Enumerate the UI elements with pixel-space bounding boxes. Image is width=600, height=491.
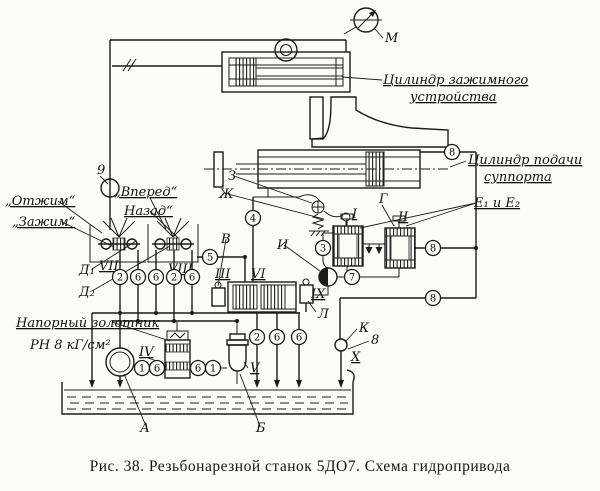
label-i-indicator: И <box>276 238 289 253</box>
svg-text:6: 6 <box>274 333 280 344</box>
filter-v <box>226 321 249 384</box>
svg-text:4: 4 <box>250 214 256 225</box>
figure-caption: Рис. 38. Резьбонарезной станок 5ДО7. Схе… <box>89 458 511 475</box>
label-quote-zazhim: „Зажим“ <box>12 215 76 230</box>
svg-text:1: 1 <box>210 364 216 375</box>
label-g: Г <box>378 192 388 207</box>
label-clamp-cylinder-1: Цилиндр зажимного <box>383 73 528 88</box>
label-pos-9: 9 <box>97 163 105 178</box>
label-quote-otzhim: „Отжим“ <box>5 194 76 209</box>
label-rn-pressure: РН 8 кГ/см² <box>29 338 111 353</box>
svg-text:7: 7 <box>349 273 355 284</box>
hydraulic-schematic: 9„Отжим“„Зажим“„Вперед“Назад“Д₁Д₂VIIVIII… <box>5 7 582 436</box>
line-marker-4-0: 4 <box>244 209 262 227</box>
label-v: В <box>220 232 231 247</box>
line-marker-3-2: 3 <box>314 239 332 257</box>
svg-text:6: 6 <box>154 364 160 375</box>
svg-text:5: 5 <box>207 253 213 264</box>
line-marker-7-3: 7 <box>343 268 361 286</box>
gauge-m <box>343 7 382 35</box>
label-z: З <box>228 169 236 184</box>
label-valve-v: V <box>250 361 261 376</box>
svg-text:6: 6 <box>195 364 201 375</box>
check-valves-pair <box>363 243 385 254</box>
label-napornyi-zolotnik: Напорный золотник <box>15 316 160 331</box>
line-marker-8-6: 8 <box>424 289 442 307</box>
label-feed-cylinder-2: суппорта <box>484 170 552 185</box>
line-marker-6-17: 6 <box>268 328 286 346</box>
component-9 <box>100 178 120 198</box>
line-marker-2-7: 2 <box>111 268 129 286</box>
label-valve-x: X <box>350 350 361 365</box>
line-marker-2-10: 2 <box>165 268 183 286</box>
lever-mechanism <box>253 188 351 237</box>
svg-text:8: 8 <box>449 148 455 159</box>
label-valve-iv: IV <box>138 345 155 360</box>
machine-frame <box>109 39 347 230</box>
line-marker-1-15: 1 <box>204 359 222 377</box>
label-quote-vpered: „Вперед“ <box>114 185 178 200</box>
svg-text:8: 8 <box>430 244 436 255</box>
svg-text:6: 6 <box>135 273 141 284</box>
clamp-cylinder <box>221 38 351 93</box>
label-filter-b: Б <box>255 421 266 436</box>
label-quote-nazad: Назад“ <box>123 204 173 219</box>
svg-text:6: 6 <box>296 333 302 344</box>
svg-text:8: 8 <box>430 294 436 305</box>
label-m: М <box>384 31 399 46</box>
svg-text:1: 1 <box>139 364 145 375</box>
line-marker-6-11: 6 <box>183 268 201 286</box>
label-d2: Д₂ <box>78 285 95 300</box>
svg-text:2: 2 <box>254 333 260 344</box>
label-k: К <box>358 321 370 336</box>
line-marker-8-4: 8 <box>443 143 461 161</box>
machine-silhouette <box>309 96 449 148</box>
line-marker-2-16: 2 <box>248 328 266 346</box>
label-e1-e2: Е₁ и Е₂ <box>473 196 520 211</box>
line-marker-5-1: 5 <box>201 248 219 266</box>
label-valve-ii: II <box>397 210 409 225</box>
line-marker-6-14: 6 <box>189 359 207 377</box>
line-marker-8-5: 8 <box>424 239 442 257</box>
line-marker-6-9: 6 <box>147 268 165 286</box>
svg-text:6: 6 <box>153 273 159 284</box>
manual-valve-viii <box>147 217 199 263</box>
label-l: Л <box>317 307 330 322</box>
main-spool-block <box>211 278 314 313</box>
label-valve-i: I <box>351 207 358 222</box>
solenoid-valve-1 <box>332 213 364 267</box>
feed-cylinder <box>204 149 450 189</box>
line-marker-6-18: 6 <box>290 328 308 346</box>
label-feed-cylinder-1: Цилиндр подачи <box>468 153 582 168</box>
label-valve-vii: VII <box>99 259 120 274</box>
label-valve-ix: IX <box>310 287 326 302</box>
label-zh: Ж <box>218 187 234 202</box>
label-valve-iii: III <box>214 267 231 282</box>
label-line-8: 8 <box>371 333 379 348</box>
label-pump-a: А <box>139 421 150 436</box>
svg-text:2: 2 <box>117 273 123 284</box>
svg-text:6: 6 <box>189 273 195 284</box>
label-valve-vi: VI <box>251 267 266 282</box>
manual-valve-vii <box>89 217 146 263</box>
svg-text:3: 3 <box>320 244 326 255</box>
line-marker-6-13: 6 <box>148 359 166 377</box>
line-marker-1-12: 1 <box>133 359 151 377</box>
oil-tank <box>61 369 355 415</box>
line-marker-6-8: 6 <box>129 268 147 286</box>
label-d1: Д₁ <box>78 263 95 278</box>
svg-text:2: 2 <box>171 273 177 284</box>
leader-lines <box>57 28 477 427</box>
check-valve-x <box>334 338 348 352</box>
label-clamp-cylinder-2: устройства <box>409 90 497 105</box>
